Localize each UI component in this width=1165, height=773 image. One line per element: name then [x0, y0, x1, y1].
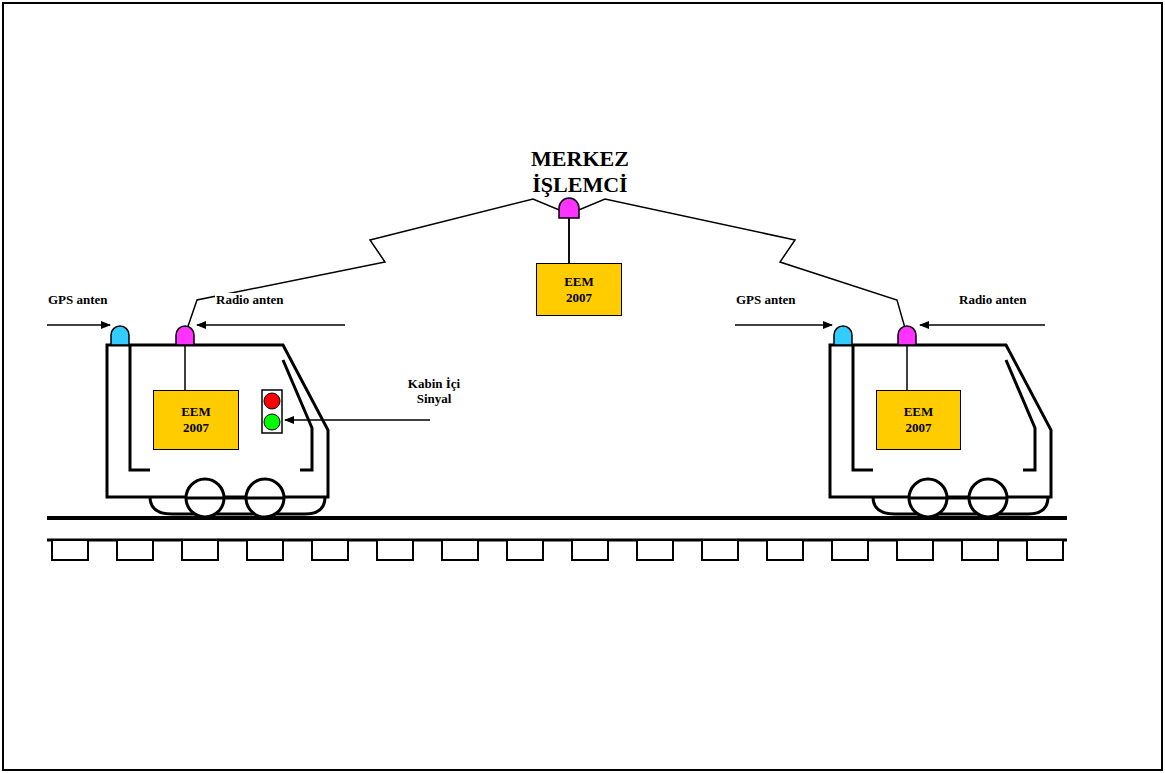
train-inner-line	[1006, 360, 1035, 470]
radio-antenna	[176, 326, 194, 345]
gps-antenna	[834, 326, 852, 345]
part-label: Kabin İçi Sinyal	[393, 377, 475, 407]
signal-red-light	[264, 393, 280, 409]
diagram-title: MERKEZ İŞLEMCİ	[510, 146, 650, 199]
sleeper	[897, 540, 933, 560]
train-chassis	[873, 497, 1048, 514]
leader-arrow	[735, 324, 832, 326]
train-inner-line	[130, 345, 150, 470]
processor-box: EEM 2007	[876, 390, 961, 450]
sleeper	[182, 540, 218, 560]
box-label: EEM 2007	[171, 404, 221, 435]
processor-box: EEM 2007	[153, 390, 239, 450]
wheel-axle	[909, 497, 1007, 500]
train-body	[107, 345, 328, 497]
radio-antenna	[559, 198, 579, 218]
sleeper	[247, 540, 283, 560]
signal-housing	[262, 390, 282, 433]
train-chassis	[150, 497, 325, 514]
box-label: EEM 2007	[554, 274, 604, 305]
sleeper	[832, 540, 868, 560]
railway-track	[47, 518, 1067, 560]
processor-box: EEM 2007	[536, 263, 622, 316]
part-label: GPS anten	[47, 293, 109, 308]
sleeper	[312, 540, 348, 560]
leader-arrow	[47, 324, 110, 326]
sleeper	[507, 540, 543, 560]
part-label: Radio anten	[958, 293, 1028, 308]
gps-antenna	[111, 326, 129, 345]
frame-border	[3, 3, 1162, 770]
leader-arrow	[285, 419, 430, 421]
box-label: EEM 2007	[894, 404, 944, 435]
train-left	[107, 345, 328, 517]
radio-antenna	[898, 326, 916, 345]
wheel-axle	[186, 497, 284, 500]
sleeper	[767, 540, 803, 560]
leader-arrow	[920, 324, 1045, 326]
sleeper	[572, 540, 608, 560]
signal-green-light	[264, 414, 280, 430]
sleeper	[1027, 540, 1063, 560]
sleeper	[377, 540, 413, 560]
part-label: Radio anten	[215, 293, 285, 308]
train-body	[830, 345, 1051, 497]
radio-link	[185, 199, 569, 390]
train-inner-line	[853, 345, 873, 470]
train-inner-line	[283, 360, 312, 470]
part-label: GPS anten	[735, 293, 797, 308]
sleeper	[52, 540, 88, 560]
sleeper	[702, 540, 738, 560]
sleeper	[962, 540, 998, 560]
rail	[47, 516, 1067, 520]
leader-arrow	[197, 324, 345, 326]
train-right	[830, 345, 1051, 517]
sleeper	[117, 540, 153, 560]
sleeper	[442, 540, 478, 560]
sleeper	[637, 540, 673, 560]
